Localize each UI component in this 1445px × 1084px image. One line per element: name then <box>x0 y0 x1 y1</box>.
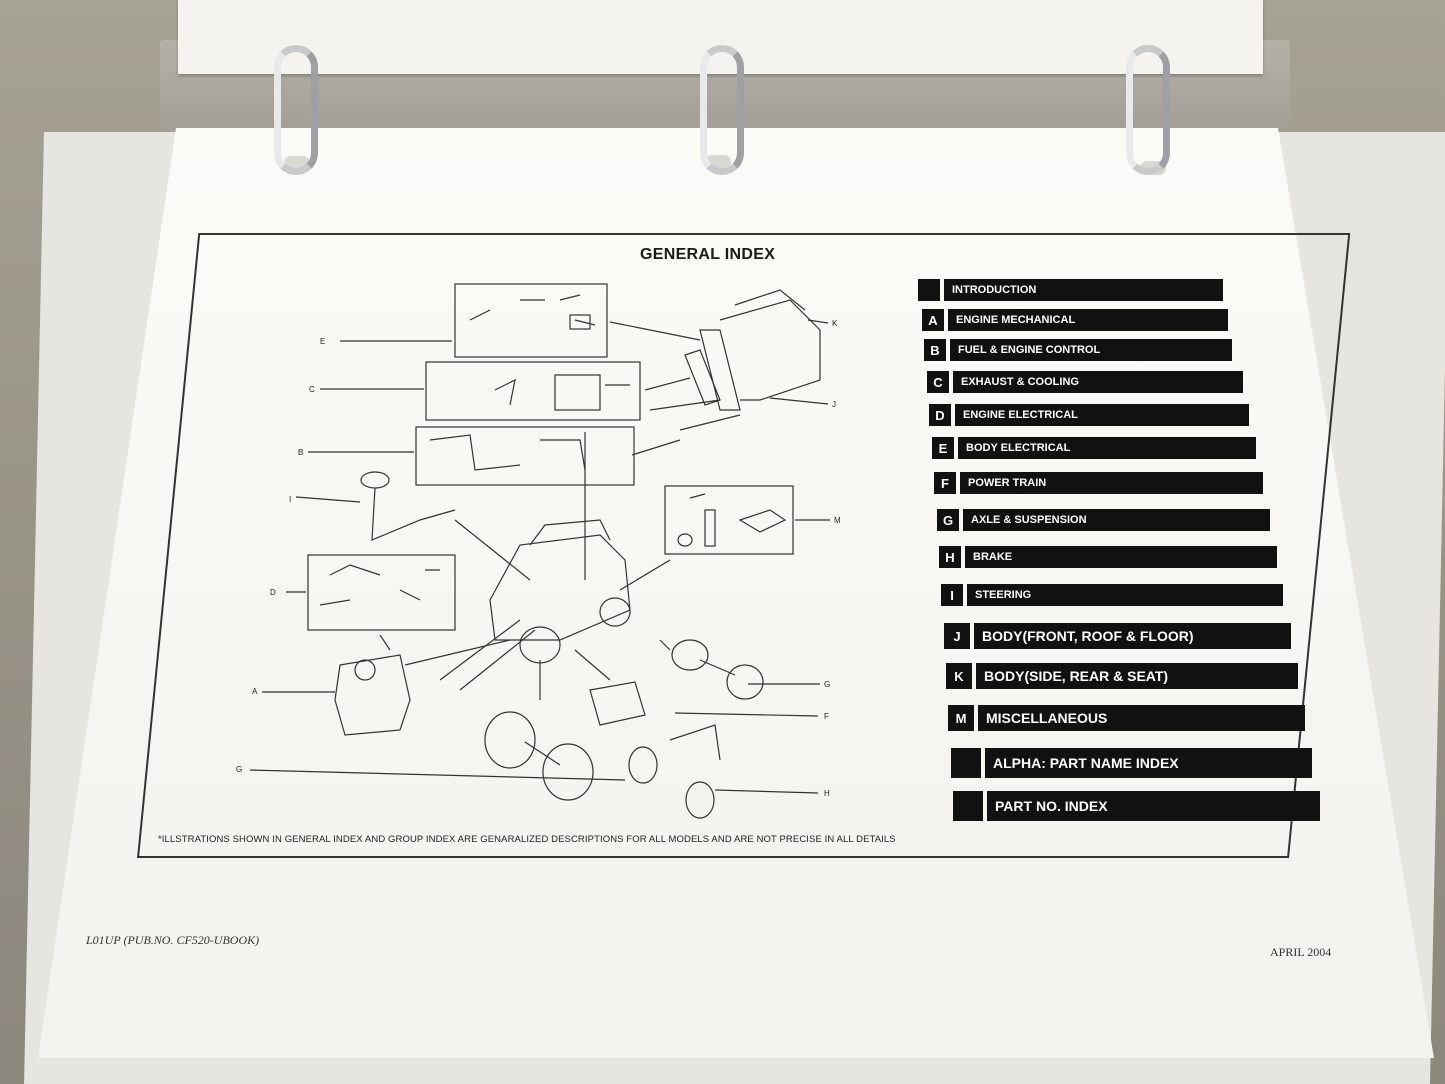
index-tab-letter: C <box>927 371 949 393</box>
index-tab-label: MISCELLANEOUS <box>978 705 1305 731</box>
index-tab-letter: B <box>924 339 946 361</box>
index-tab-letter <box>951 748 981 778</box>
index-tab-letter: H <box>939 546 961 568</box>
index-tab-label: STEERING <box>967 584 1283 606</box>
index-tab-label: POWER TRAIN <box>960 472 1263 494</box>
page-title: GENERAL INDEX <box>640 246 776 263</box>
publication-date: APRIL 2004 <box>1270 945 1332 959</box>
index-tab-label: AXLE & SUSPENSION <box>963 509 1270 531</box>
index-tab[interactable]: INTRODUCTION <box>918 279 1223 301</box>
index-tab-label: PART NO. INDEX <box>987 791 1320 821</box>
index-tab-label: BODY(SIDE, REAR & SEAT) <box>976 663 1298 689</box>
publication-number: L01UP (PUB.NO. CF520-UBOOK) <box>86 933 260 947</box>
index-tab-letter: F <box>934 472 956 494</box>
illustration-note: *ILLSTRATIONS SHOWN IN GENERAL INDEX AND… <box>158 834 896 845</box>
index-tab-letter: G <box>937 509 959 531</box>
index-tab-letter: E <box>932 437 954 459</box>
index-tab-label: BRAKE <box>965 546 1277 568</box>
index-tab-label: INTRODUCTION <box>944 279 1223 301</box>
index-tab[interactable]: ALPHA: PART NAME INDEX <box>951 748 1312 778</box>
index-tab-letter: D <box>929 404 951 426</box>
index-tab-letter: M <box>948 705 974 731</box>
index-tab-label: BODY ELECTRICAL <box>958 437 1256 459</box>
index-tab-label: ALPHA: PART NAME INDEX <box>985 748 1312 778</box>
index-tab-label: ENGINE ELECTRICAL <box>955 404 1249 426</box>
index-tab[interactable]: PART NO. INDEX <box>953 791 1320 821</box>
binder-ring <box>700 45 744 175</box>
index-tab-letter: J <box>944 623 970 649</box>
binder-ring <box>1126 45 1170 175</box>
index-tab-letter: K <box>946 663 972 689</box>
index-tab-letter <box>918 279 940 301</box>
index-tab-letter: A <box>922 309 944 331</box>
index-tab-label: BODY(FRONT, ROOF & FLOOR) <box>974 623 1291 649</box>
index-tab-letter <box>953 791 983 821</box>
binder-ring <box>274 45 318 175</box>
index-tab-label: FUEL & ENGINE CONTROL <box>950 339 1232 361</box>
index-tab-letter: I <box>941 584 963 606</box>
index-tab-label: EXHAUST & COOLING <box>953 371 1243 393</box>
index-tab-label: ENGINE MECHANICAL <box>948 309 1228 331</box>
